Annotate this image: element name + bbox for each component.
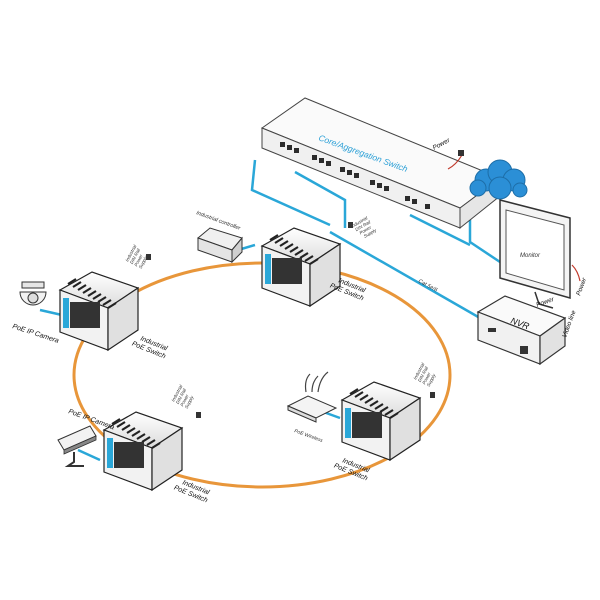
controller-icon bbox=[197, 227, 243, 264]
monitor-icon: Monitor bbox=[499, 199, 571, 309]
psu-label-top: Industrial DIN Rail Power Supply bbox=[350, 215, 378, 239]
psu-bottom-line4: Supply bbox=[184, 394, 195, 409]
nvr-icon: NVR bbox=[476, 295, 567, 366]
core-power-cable bbox=[447, 154, 463, 170]
psu-right-line4: Supply bbox=[426, 372, 437, 387]
dome-camera-icon bbox=[19, 281, 47, 306]
power-plug-icon bbox=[458, 150, 464, 156]
switch-icon-right bbox=[340, 381, 422, 462]
monitor-power-label: Power bbox=[575, 276, 588, 296]
wireless-router-icon bbox=[286, 371, 338, 423]
cloud-icon bbox=[469, 159, 528, 200]
power-plug-icon bbox=[196, 412, 201, 418]
monitor-power-cable bbox=[571, 264, 581, 282]
nvr-power-label: Power bbox=[535, 296, 555, 309]
psu-left-line3: Power bbox=[133, 253, 144, 267]
core-aggregation-switch: Core/Aggregation Switch bbox=[260, 97, 502, 272]
cat5e-label: Cat 5e/6 bbox=[417, 278, 439, 294]
switch-icon-left bbox=[58, 271, 140, 352]
psu-left-line4: Supply bbox=[138, 254, 149, 269]
core-power-label: Power bbox=[432, 137, 452, 152]
switch-icon-top bbox=[260, 227, 342, 308]
psu-top-line3: Power bbox=[358, 225, 372, 236]
poe-wireless-label: PoE Wireless bbox=[293, 428, 324, 444]
bullet-camera-icon bbox=[57, 425, 97, 467]
switch-icon-bottom bbox=[102, 411, 184, 492]
power-plug-icon bbox=[146, 254, 151, 260]
switch-left-label: Industrial PoE Switch bbox=[131, 335, 169, 360]
psu-label-right: Industrial DIN Rail Power Supply bbox=[412, 361, 437, 387]
psu-right-line3: Power bbox=[421, 371, 432, 385]
power-plug-icon bbox=[430, 392, 435, 398]
psu-top-line4: Supply bbox=[363, 227, 378, 239]
poe-ip-camera-1-label: PoE IP Camera bbox=[11, 323, 59, 345]
industrial-controller-label: Industrial controller bbox=[195, 210, 242, 232]
psu-label-bottom: Industrial DIN Rail Power Supply bbox=[170, 383, 195, 409]
monitor-label: Monitor bbox=[520, 253, 541, 259]
psu-bottom-line3: Power bbox=[179, 393, 190, 407]
power-plug-icon bbox=[348, 222, 353, 228]
